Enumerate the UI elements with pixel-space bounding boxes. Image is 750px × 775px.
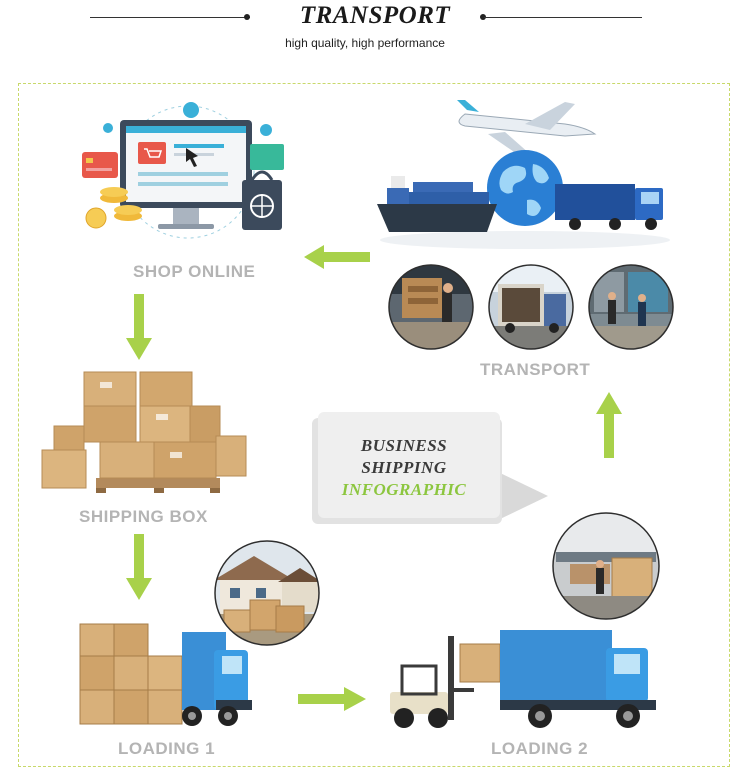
callout-shipping: SHIPPING (361, 458, 447, 477)
arrow-shop-to-box (126, 294, 152, 360)
loading-2-illustration (390, 630, 656, 728)
arrow-box-to-loading1 (126, 534, 152, 600)
transport-illustration (377, 100, 670, 249)
arrow-loading2-to-transport (596, 392, 622, 458)
step-label-transport: TRANSPORT (480, 360, 591, 379)
arrow-loading1-to-loading2 (298, 687, 366, 711)
header-rule-right (484, 17, 642, 18)
loading-photo-warehouse (552, 512, 660, 620)
shipping-box-illustration (41, 371, 247, 493)
step-label-loading-2: LOADING 2 (491, 739, 589, 758)
callout-infographic: INFOGRAPHIC (341, 480, 467, 499)
business-infographic-banner (312, 412, 548, 524)
callout-business: BUSINESS (360, 436, 448, 455)
transport-photo-truck-loading (488, 264, 574, 350)
loading-1-illustration (79, 623, 252, 726)
page-subtitle: high quality, high performance (285, 36, 445, 50)
diagram-frame (18, 83, 730, 767)
step-label-shipping-box: SHIPPING BOX (79, 507, 208, 526)
header-dot-right (480, 14, 486, 20)
page-title: TRANSPORT (299, 2, 451, 29)
header-dot-left (244, 14, 250, 20)
header-rule-left (90, 17, 250, 18)
transport-photo-warehouse (388, 264, 474, 350)
arrow-transport-to-shop (304, 245, 370, 269)
step-label-loading-1: LOADING 1 (118, 739, 216, 758)
transport-photo-container-workers (588, 264, 674, 350)
loading-photo-house-boxes (214, 540, 320, 646)
step-label-shop-online: SHOP ONLINE (133, 262, 256, 281)
shop-online-illustration (82, 102, 284, 239)
